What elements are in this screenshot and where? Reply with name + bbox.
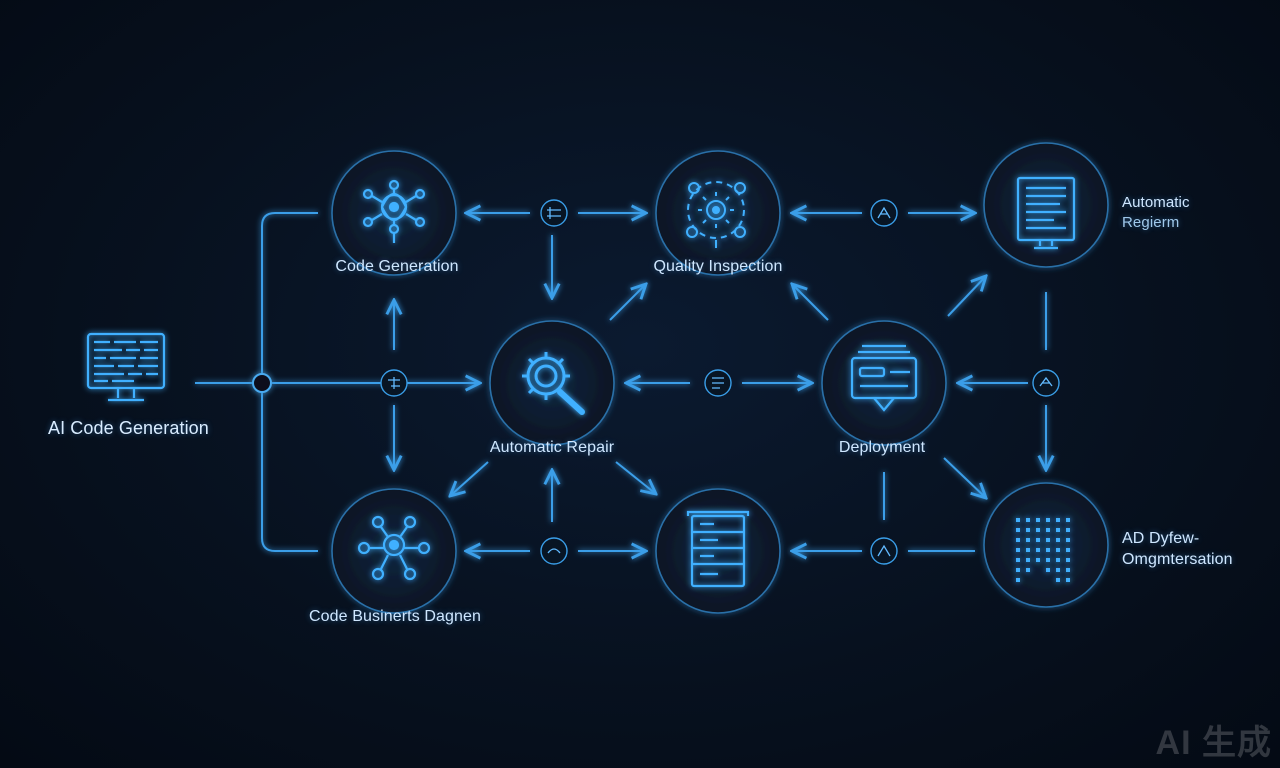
network-nodes-icon-2 (357, 515, 431, 581)
badge-bot-1 (540, 537, 568, 565)
node-code-business-diagram (331, 488, 457, 614)
connector-repair-to-bcd (450, 461, 489, 496)
monitor-code-icon (86, 332, 166, 402)
database-stack-icon (686, 510, 750, 588)
watermark-text: AI 生成 (1155, 724, 1272, 762)
label-automatic: Automatic (1122, 194, 1190, 211)
node-ad-dyfew (983, 482, 1109, 608)
node-code-generation (331, 150, 457, 276)
label-quality-inspection: Quality Inspection (653, 258, 783, 275)
label-deployment: Deployment (838, 439, 926, 456)
connector-dep-to-ar (947, 276, 986, 317)
label-ad-dyfew: AD Dyfew- (1122, 530, 1200, 547)
connector-badges (380, 199, 1060, 565)
label-regierm: Regierm (1122, 214, 1180, 231)
label-code-generation: Code Generation (335, 258, 459, 275)
gear-cluster-icon (686, 181, 746, 248)
document-monitor-icon (1016, 176, 1076, 250)
node-database (655, 488, 781, 614)
pixel-grid-icon (1016, 518, 1070, 582)
badge-glyphs (388, 206, 1053, 557)
connector-dep-to-ad (943, 457, 986, 498)
connectors (195, 213, 1046, 551)
connector-repair-to-db (615, 461, 656, 494)
junction-hub (252, 373, 272, 393)
connector-dep-to-qi (792, 284, 829, 321)
gear-magnifier-icon (522, 352, 585, 415)
network-nodes-icon (362, 179, 426, 243)
label-omgmtersation: Omgmtersation (1122, 551, 1233, 568)
badge-bot-2 (870, 537, 898, 565)
badge-top-2 (870, 199, 898, 227)
label-automatic-repair: Automatic Repair (489, 439, 615, 456)
node-deployment (821, 320, 947, 446)
badge-top-1 (540, 199, 568, 227)
label-ai-code-generation: AI Code Generation (48, 418, 209, 438)
label-code-business-diagram: Code Businerts Dagnen (309, 608, 481, 625)
server-panel-icon (850, 344, 918, 412)
connector-repair-to-qi (609, 284, 646, 321)
